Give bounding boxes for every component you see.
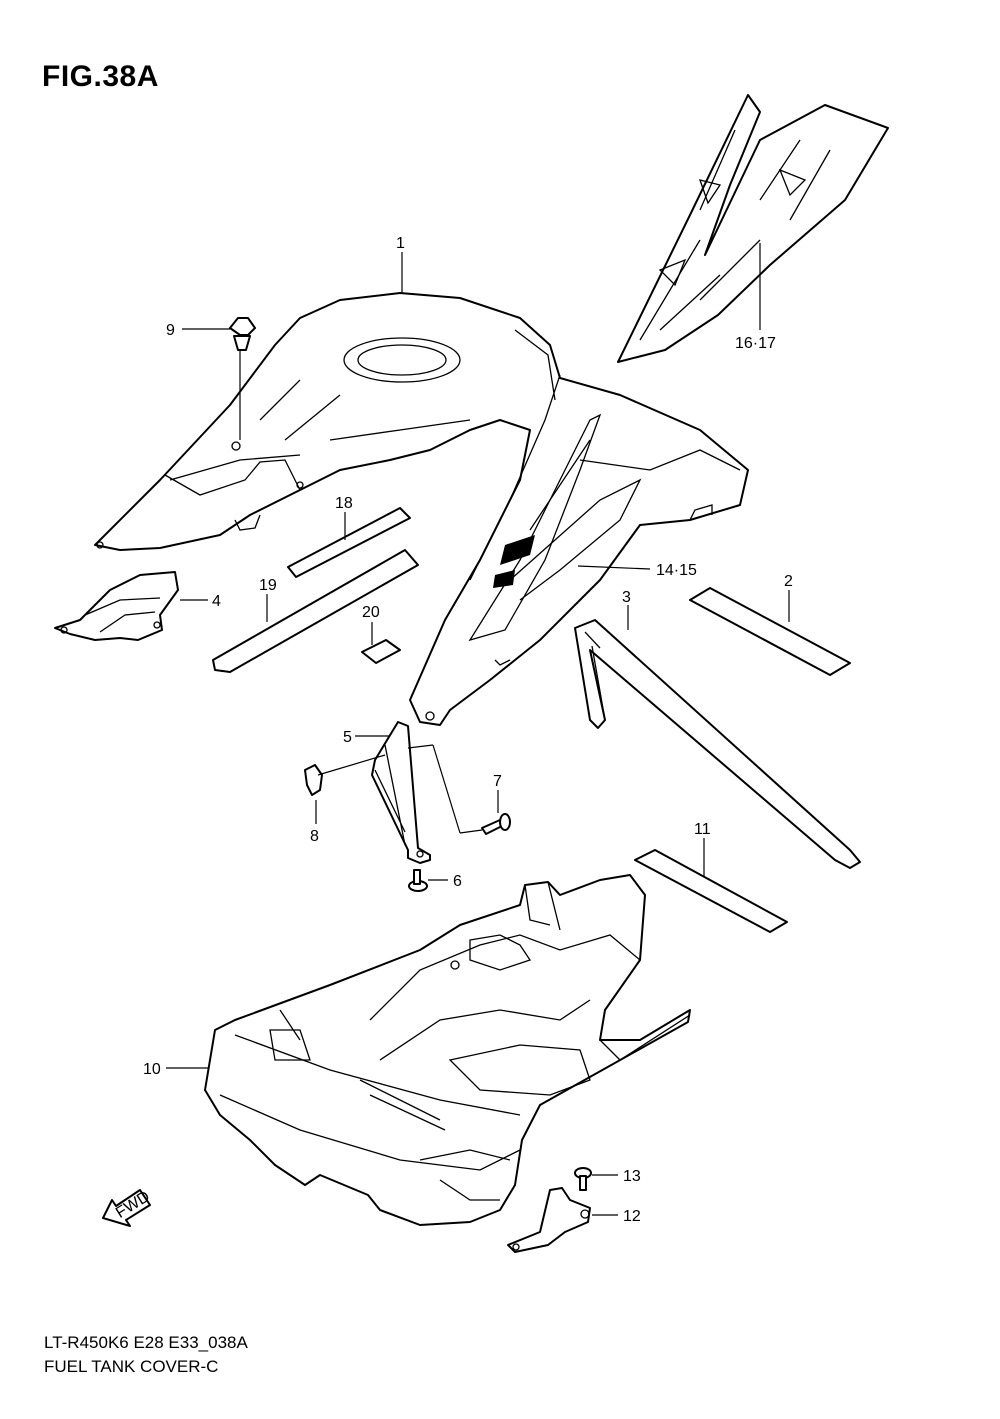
part-3-frame xyxy=(574,619,861,869)
part-16-17-decal xyxy=(617,94,889,363)
model-code-caption: LT-R450K6 E28 E33_038A xyxy=(44,1333,248,1352)
fwd-arrow-icon: FWD xyxy=(102,1188,153,1227)
part-9-clip xyxy=(229,317,256,351)
callout-20: 20 xyxy=(362,604,380,621)
part-7-screw xyxy=(481,813,511,835)
callout-10: 10 xyxy=(143,1061,161,1078)
callout-5: 5 xyxy=(343,729,352,746)
part-12-bracket xyxy=(507,1187,591,1253)
callout-18: 18 xyxy=(335,495,353,512)
callout-4: 4 xyxy=(212,593,221,610)
part-18-pad xyxy=(287,507,411,578)
callout-12: 12 xyxy=(623,1208,641,1225)
callout-8: 8 xyxy=(310,828,319,845)
callout-6: 6 xyxy=(453,873,462,890)
part-8-clip xyxy=(304,764,323,796)
callout-2: 2 xyxy=(784,573,793,590)
callout-19: 19 xyxy=(259,577,277,594)
callout-13: 13 xyxy=(623,1168,641,1185)
part-19-pad xyxy=(212,549,419,673)
part-6-screw xyxy=(408,869,428,892)
callout-1: 1 xyxy=(396,235,405,252)
callout-9: 9 xyxy=(166,322,175,339)
part-5-bracket xyxy=(371,721,431,864)
part-2-pad xyxy=(689,587,851,676)
callout-11: 11 xyxy=(694,821,711,838)
part-13-screw xyxy=(574,1167,592,1191)
figure-name-caption: FUEL TANK COVER-C xyxy=(44,1357,219,1376)
part-1-fuel-tank-cover xyxy=(94,292,749,726)
figure-title: FIG.38A xyxy=(42,60,159,93)
callout-7: 7 xyxy=(493,773,502,790)
callout-14-15: 14·15 xyxy=(656,562,697,579)
part-10-lower-tray xyxy=(204,874,691,1226)
part-11-pad xyxy=(634,849,788,933)
leader-lines xyxy=(166,243,790,1216)
callout-labels: 1 2 3 4 5 6 7 8 9 10 11 12 13 14·15 16·1… xyxy=(143,235,793,1225)
part-20-pad xyxy=(361,639,401,664)
callout-16-17: 16·17 xyxy=(735,335,776,352)
part-4-bracket xyxy=(54,571,179,641)
callout-3: 3 xyxy=(622,589,631,606)
